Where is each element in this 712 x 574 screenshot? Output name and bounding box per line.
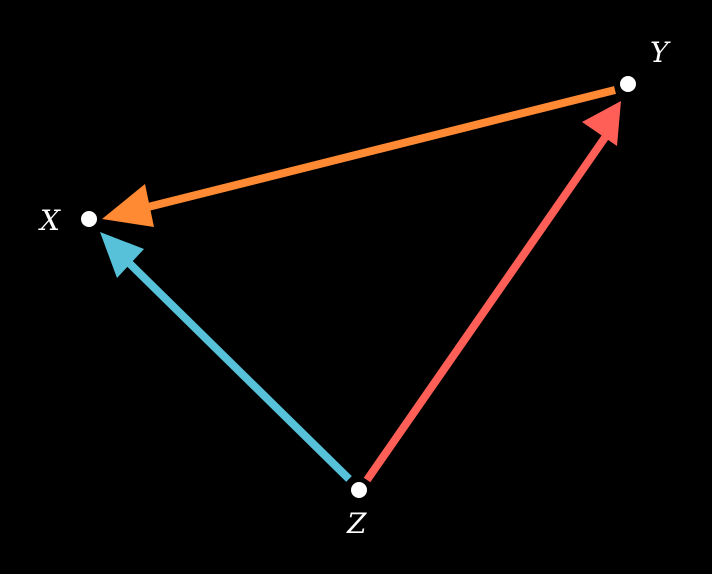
node-y-dot [620,76,636,92]
edge-y-to-x-shaft [147,86,616,211]
node-z-dot [351,482,367,498]
node-x-label: X [38,204,61,237]
edge-z-to-x-shaft [121,255,352,482]
node-x-dot [81,211,97,227]
node-z-label: Z [346,507,367,540]
edge-z-to-x [100,232,352,482]
edge-y-to-x-arrowhead [102,184,154,227]
edge-y-to-x [102,86,616,227]
edge-z-to-y-shaft [363,133,610,483]
node-y-label: Y [650,36,671,69]
edge-z-to-x-arrowhead [100,232,144,278]
edge-z-to-y-arrowhead [582,101,621,146]
edge-z-to-y [363,101,621,483]
